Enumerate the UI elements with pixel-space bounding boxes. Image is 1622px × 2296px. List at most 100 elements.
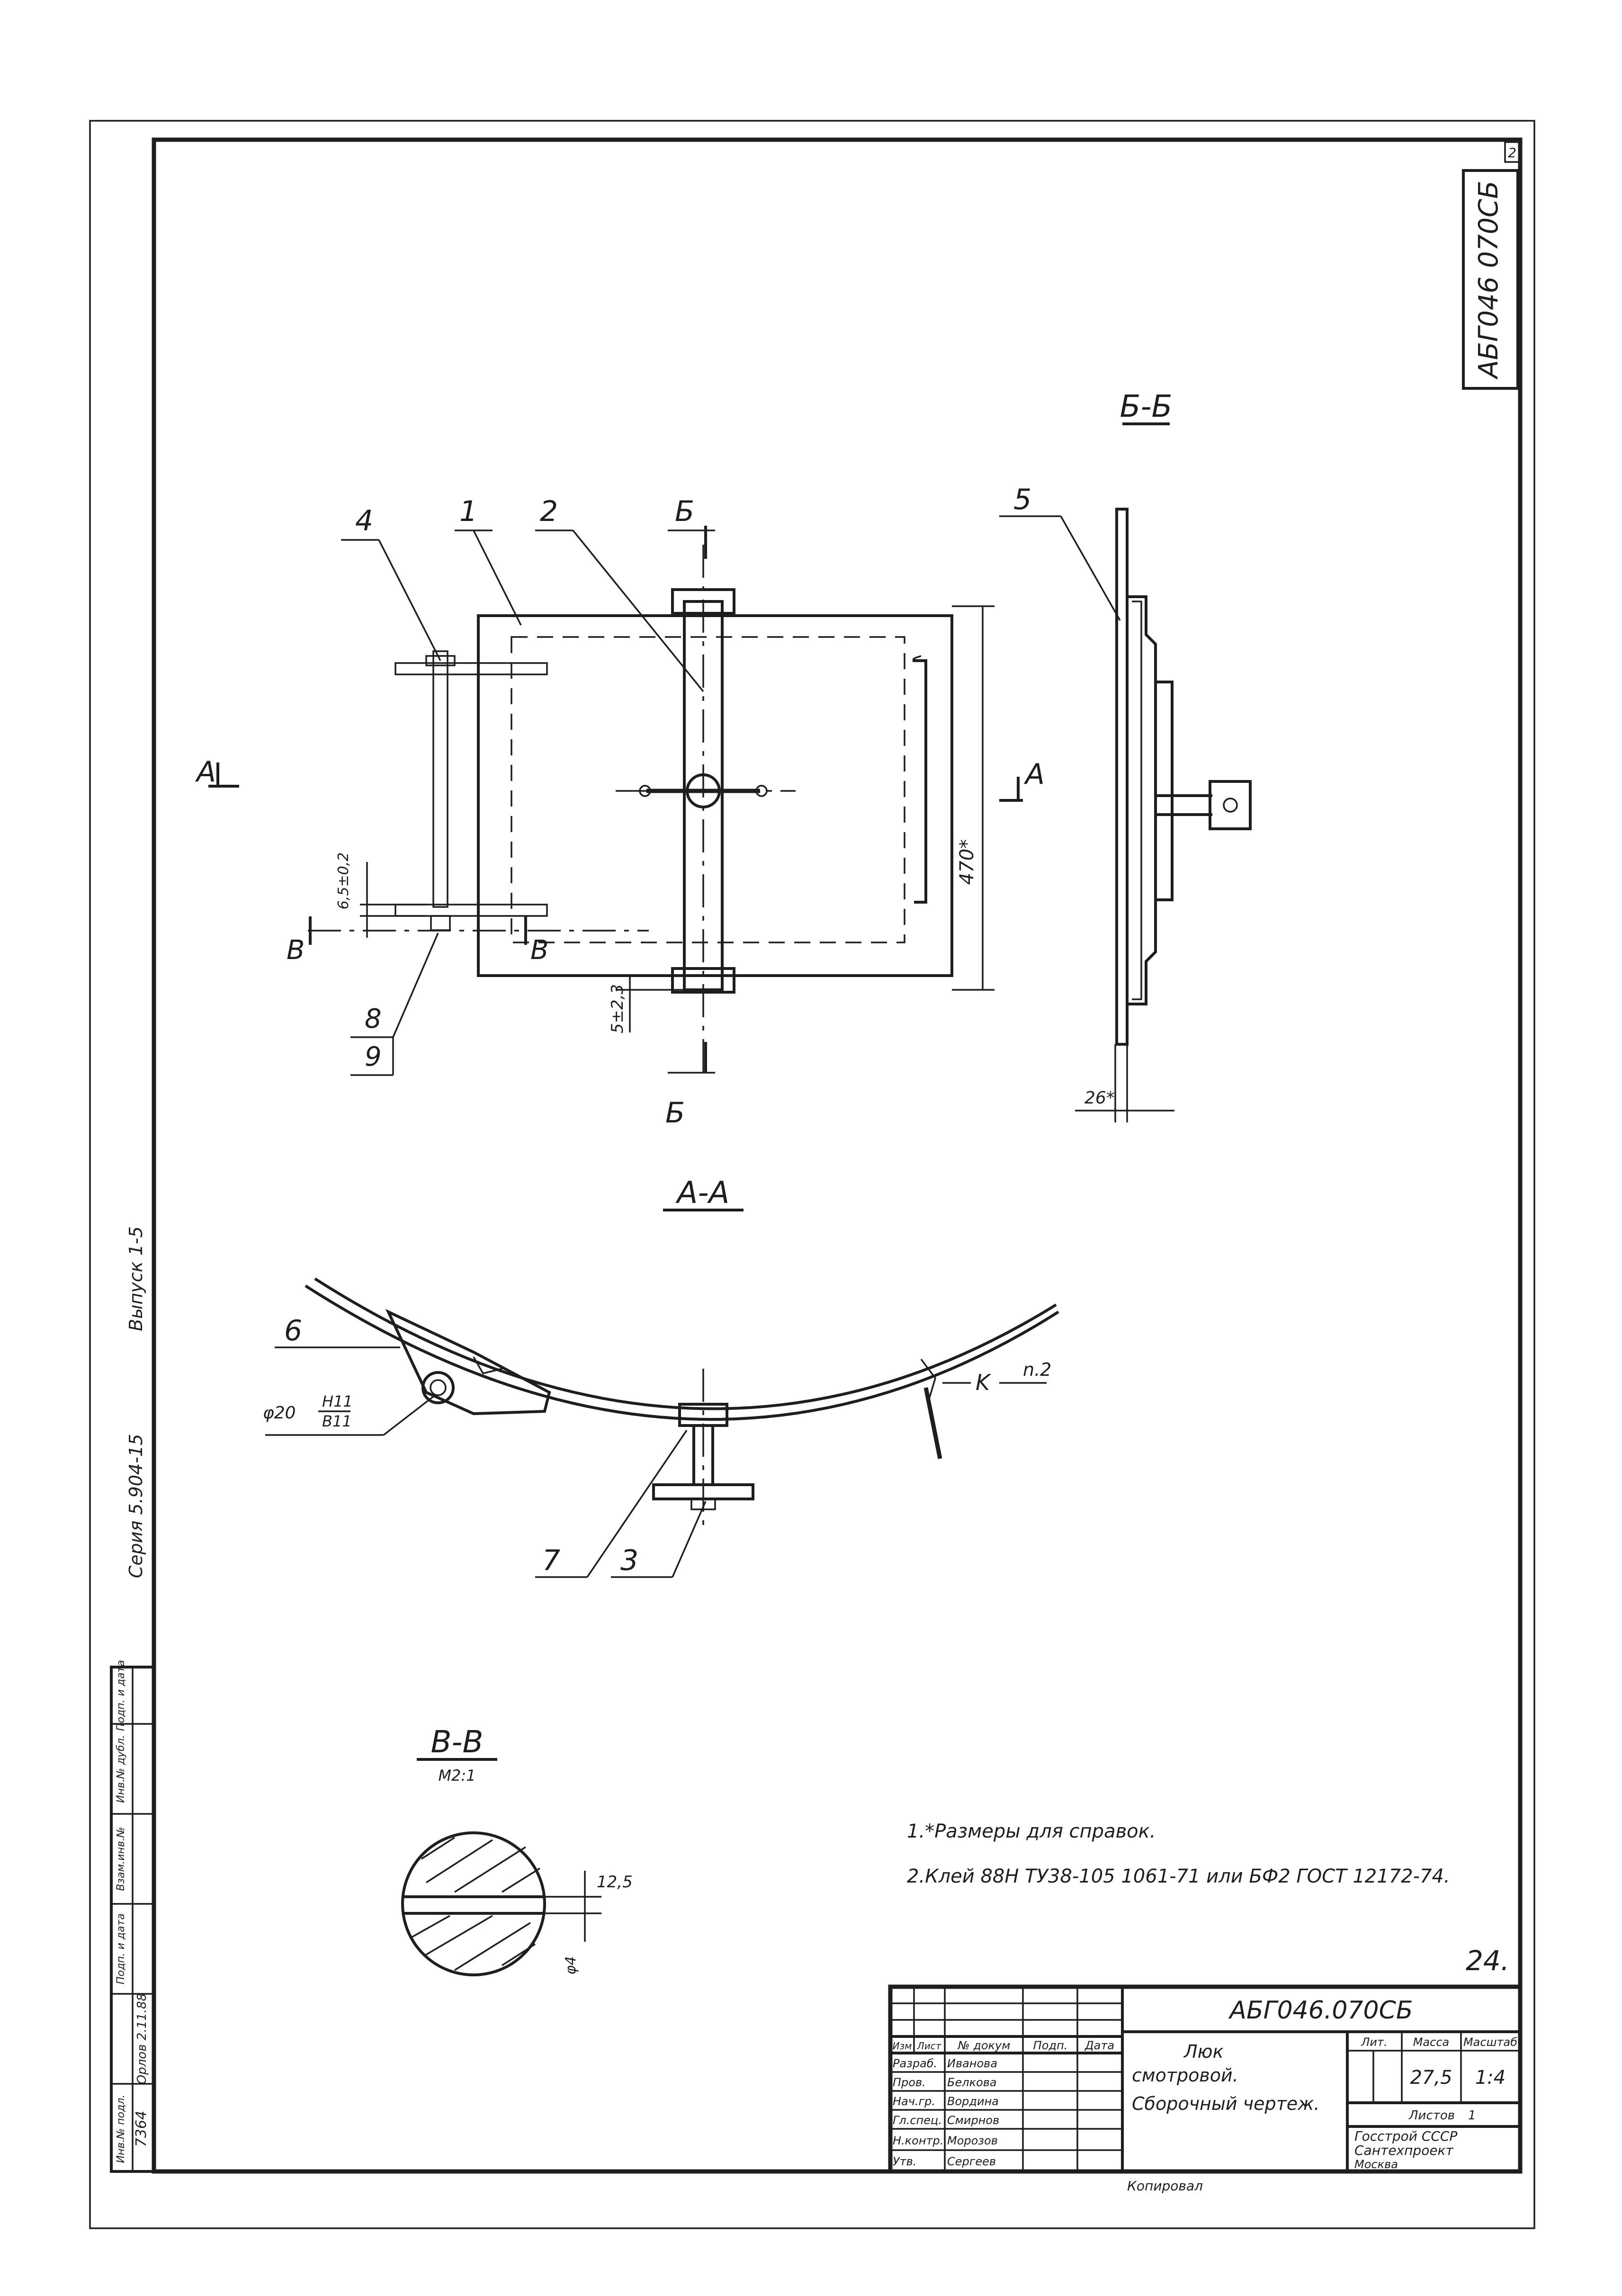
fit-b11: B11 xyxy=(322,1412,352,1430)
sheet-corner-number: 2 xyxy=(1508,145,1516,161)
dim-phi4: φ4 xyxy=(563,1956,579,1975)
page-number: 24. xyxy=(1466,1945,1509,1977)
tb-header-sign: Подп. xyxy=(1033,2039,1068,2052)
side-stamp-cell-4: Подп. и дата xyxy=(115,1913,127,1984)
part-label-9: 9 xyxy=(365,1041,382,1072)
tb-name-line-3: Сборочный чертеж. xyxy=(1132,2093,1319,2114)
tb-header-doc: № докум xyxy=(957,2039,1011,2052)
dim-6-5: 6,5±0,2 xyxy=(335,852,352,910)
side-stamp-number: 7364 xyxy=(133,2111,150,2147)
left-strip-seria: Серия 5.904-15 xyxy=(125,1434,146,1578)
outer-trim-frame xyxy=(89,120,1535,2229)
side-stamp-cell-3: Взам.инв.№ xyxy=(115,1827,127,1891)
part-label-7: 7 xyxy=(542,1544,560,1577)
tb-col-lit: Лит. xyxy=(1361,2036,1387,2049)
cut-marker-b-bottom: Б xyxy=(665,1096,685,1130)
tb-header-list: Лист xyxy=(917,2040,942,2052)
tb-header-date: Дата xyxy=(1084,2039,1114,2052)
tb-sheets-value: 1 xyxy=(1468,2108,1476,2123)
tb-col-mass: Масса xyxy=(1413,2036,1450,2049)
aa-shell-inner xyxy=(314,1277,1057,1410)
tb-role-5: Н.контр. xyxy=(893,2134,943,2147)
bb-frame-profile xyxy=(1127,595,1157,1005)
aa-handle xyxy=(923,1387,942,1459)
tb-org-line-1: Госстрой СССР xyxy=(1354,2128,1457,2144)
tb-role-2: Пров. xyxy=(893,2076,926,2089)
vv-rod-section xyxy=(401,1831,546,1976)
left-strip-vypusk: Выпуск 1-5 xyxy=(125,1226,146,1331)
hinge-plate-bottom xyxy=(394,904,548,917)
hinge-rod xyxy=(432,650,448,908)
opening-hidden-line xyxy=(511,636,905,943)
tb-person-3: Вордина xyxy=(947,2095,999,2108)
tb-person-2: Белкова xyxy=(947,2076,997,2089)
main-view: 470* 5±2,3 6,5±0,2 В В А А Б Б 4 xyxy=(195,495,1045,1130)
aa-hinge-pin xyxy=(421,1371,455,1404)
part-label-8: 8 xyxy=(365,1004,382,1034)
tb-person-5: Морозов xyxy=(947,2134,998,2147)
title-block: Изм Лист № докум Подп. Дата Разраб. Пров… xyxy=(888,1984,1523,2174)
tb-role-6: Утв. xyxy=(893,2155,916,2168)
tb-designation: АБГ046.070СБ xyxy=(1228,1996,1413,2025)
tb-role-4: Гл.спец. xyxy=(893,2114,942,2127)
dim-12-5: 12,5 xyxy=(597,1873,633,1892)
part-label-1: 1 xyxy=(459,495,477,528)
tb-person-1: Иванова xyxy=(947,2057,997,2070)
bb-cover-plate xyxy=(1115,508,1129,1046)
frame-code-box: АБГ046 070СБ 2 xyxy=(1462,141,1520,390)
view-k-note: n.2 xyxy=(1023,1359,1051,1380)
tb-org-line-3: Москва xyxy=(1354,2158,1398,2171)
side-stamp: Подп. и дата Инв.№ дубл. Взам.инв.№ Подп… xyxy=(110,1660,155,2173)
tb-person-6: Сергеев xyxy=(947,2155,996,2168)
dim-470: 470* xyxy=(956,839,978,885)
part-label-4: 4 xyxy=(355,504,373,538)
part-label-6: 6 xyxy=(284,1314,302,1347)
side-stamp-cell-2: Инв.№ дубл. xyxy=(115,1735,127,1803)
cut-marker-v-right: В xyxy=(530,935,548,966)
tb-role-3: Нач.гр. xyxy=(893,2095,935,2108)
cut-marker-a-left: А xyxy=(195,755,216,789)
tb-name-line-1: Люк xyxy=(1183,2041,1224,2062)
cut-marker-v-left: В xyxy=(287,935,305,966)
section-bb-title: Б-Б xyxy=(1120,389,1173,424)
dim-26: 26* xyxy=(1084,1088,1115,1108)
tb-name-line-2: смотровой. xyxy=(1132,2065,1238,2086)
tb-role-1: Разраб. xyxy=(893,2057,937,2070)
cut-marker-a-right: А xyxy=(1023,758,1045,791)
tb-mass-value: 27,5 xyxy=(1410,2067,1452,2089)
tb-scale-value: 1:4 xyxy=(1475,2067,1506,2089)
dim-5: 5±2,3 xyxy=(608,984,627,1033)
side-stamp-cell-1: Подп. и дата xyxy=(115,1660,127,1731)
aa-shell-outer xyxy=(305,1284,1059,1421)
inner-drawing-frame xyxy=(152,137,1523,2174)
hatch-cover-outline xyxy=(477,614,953,977)
section-bb-view: Б-Б 26* 5 xyxy=(999,389,1252,1122)
section-aa-title: А-А xyxy=(675,1175,730,1211)
section-vv-scale: М2:1 xyxy=(438,1767,475,1785)
cut-marker-b-top: Б xyxy=(675,495,694,528)
tb-header-izm: Изм xyxy=(893,2040,912,2052)
part-label-3: 3 xyxy=(620,1544,638,1577)
section-vv-title: В-В xyxy=(431,1725,484,1760)
section-aa-view: А-А K n.2 6 φ20 H11 B11 7 3 xyxy=(263,1175,1059,1578)
tb-org-line-2: Сантехпроект xyxy=(1354,2143,1453,2158)
note-1: 1.*Размеры для справок. xyxy=(907,1821,1156,1842)
view-k-label: K xyxy=(976,1370,992,1395)
frame-code-text: АБГ046 070СБ xyxy=(1473,180,1504,379)
dim-phi20: φ20 xyxy=(263,1403,296,1423)
side-stamp-date: Орлов 2.11.88 xyxy=(135,1993,149,2084)
fit-h11: H11 xyxy=(322,1392,353,1410)
note-2: 2.Клей 88Н ТУ38-105 1061-71 или БФ2 ГОСТ… xyxy=(907,1866,1450,1887)
handle xyxy=(913,658,927,904)
copied-label: Копировал xyxy=(1127,2178,1203,2194)
side-stamp-cell-5: Инв.№ подл. xyxy=(115,2095,127,2163)
tb-col-scale: Масштаб xyxy=(1463,2036,1517,2049)
tb-person-4: Смирнов xyxy=(947,2114,999,2127)
aa-hinge-bracket xyxy=(385,1309,551,1416)
hinge-plate-top xyxy=(394,662,548,675)
tb-sheets-label: Листов xyxy=(1408,2108,1455,2123)
bb-handwheel xyxy=(1209,780,1252,830)
part-label-2: 2 xyxy=(540,495,558,528)
